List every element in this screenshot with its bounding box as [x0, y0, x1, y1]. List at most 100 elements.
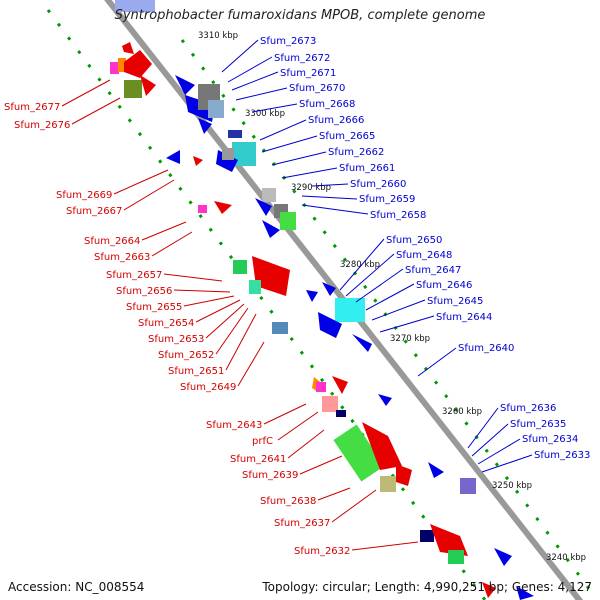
kbp-marks: 3310 kbp 3300 kbp 3290 kbp 3280 kbp 3270… — [198, 31, 586, 563]
feature-arrow — [193, 156, 203, 166]
feature-block — [228, 130, 242, 138]
gene-label: Sfum_2646 — [416, 280, 472, 291]
gene-label: Sfum_2658 — [370, 210, 426, 221]
gene-label: Sfum_2669 — [56, 190, 112, 201]
feature-block — [336, 410, 346, 417]
gene-label: Sfum_2644 — [436, 312, 492, 323]
feature-arrow — [482, 582, 496, 598]
feature-block — [198, 205, 207, 213]
kbp-mark: 3260 kbp — [442, 407, 482, 417]
kbp-mark: 3270 kbp — [390, 334, 430, 344]
kbp-mark: 3290 kbp — [291, 183, 331, 193]
gene-label: Sfum_2665 — [319, 131, 375, 142]
gene-label: Sfum_2677 — [4, 102, 60, 113]
feature-block — [272, 322, 288, 334]
feature-arrow — [140, 75, 156, 96]
gene-label: Sfum_2638 — [260, 496, 316, 507]
feature-arrow — [214, 201, 232, 214]
feature-block — [222, 148, 234, 160]
gene-label: Sfum_2643 — [206, 420, 262, 431]
left-gene-labels: Sfum_2677 Sfum_2676 Sfum_2669 Sfum_2667 … — [4, 79, 419, 557]
kbp-mark: 3250 kbp — [492, 481, 532, 491]
feature-arrow — [378, 394, 392, 406]
feature-arrow — [255, 198, 272, 216]
feature-block — [333, 424, 385, 482]
gene-label: Sfum_2657 — [106, 270, 162, 281]
feature-arrow — [352, 334, 372, 352]
feature-block — [322, 396, 338, 412]
feature-block — [280, 212, 296, 230]
gene-label: Sfum_2636 — [500, 403, 556, 414]
gene-label: Sfum_2632 — [294, 546, 350, 557]
reverse-strand-features — [115, 0, 534, 600]
feature-arrow — [332, 376, 348, 394]
feature-block — [110, 62, 119, 74]
feature-arrow — [428, 462, 444, 478]
gene-label: Sfum_2651 — [168, 366, 224, 377]
feature-arrow — [262, 220, 280, 238]
feature-arrow — [494, 548, 512, 566]
gene-label: Sfum_2656 — [116, 286, 172, 297]
feature-block — [249, 280, 261, 294]
gene-label: Sfum_2668 — [299, 99, 355, 110]
gene-label: Sfum_2661 — [339, 163, 395, 174]
gene-label: Sfum_2647 — [405, 265, 461, 276]
feature-arrow — [198, 118, 212, 134]
gene-label: prfC — [252, 436, 273, 447]
inner-scale-line — [46, 9, 487, 600]
gene-label: Sfum_2653 — [148, 334, 204, 345]
gene-label: Sfum_2659 — [359, 194, 415, 205]
feature-block — [420, 530, 434, 542]
feature-arrow — [306, 290, 318, 302]
gene-label: Sfum_2670 — [289, 83, 345, 94]
gene-label: Sfum_2666 — [308, 115, 364, 126]
gene-label: Sfum_2639 — [242, 470, 298, 481]
feature-block — [460, 478, 476, 494]
gene-label: Sfum_2655 — [126, 302, 182, 313]
gene-label: Sfum_2635 — [510, 419, 566, 430]
feature-arrow — [124, 50, 152, 78]
gene-label: Sfum_2634 — [522, 434, 578, 445]
feature-arrow — [322, 282, 336, 296]
feature-block — [208, 100, 224, 118]
feature-block — [448, 550, 464, 564]
gene-label: Sfum_2667 — [66, 206, 122, 217]
gene-label: Sfum_2673 — [260, 36, 316, 47]
feature-block — [380, 476, 396, 492]
gene-label: Sfum_2637 — [274, 518, 330, 529]
gene-label: Sfum_2648 — [396, 250, 452, 261]
gene-label: Sfum_2652 — [158, 350, 214, 361]
feature-arrow — [362, 422, 402, 470]
kbp-mark: 3240 kbp — [546, 553, 586, 563]
feature-arrow — [216, 150, 238, 172]
feature-arrow — [166, 150, 180, 164]
feature-arrow — [396, 464, 412, 486]
kbp-mark: 3280 kbp — [340, 260, 380, 270]
feature-block — [335, 298, 365, 322]
feature-block — [115, 0, 155, 12]
feature-block — [316, 382, 326, 392]
feature-block — [118, 58, 126, 72]
gene-label: Sfum_2676 — [14, 120, 70, 131]
accession-label: Accession: NC_008554 — [8, 580, 145, 594]
feature-arrow — [252, 256, 290, 296]
topology-label: Topology: circular; Length: 4,990,251 bp… — [262, 580, 592, 594]
feature-arrow — [318, 312, 342, 338]
gene-label: Sfum_2640 — [458, 343, 514, 354]
gene-label: Sfum_2641 — [230, 454, 286, 465]
right-gene-labels: Sfum_2673 Sfum_2672 Sfum_2671 Sfum_2670 … — [221, 36, 590, 473]
gene-label: Sfum_2660 — [350, 179, 406, 190]
feature-arrow — [516, 586, 534, 600]
kbp-mark: 3300 kbp — [245, 109, 285, 119]
gene-label: Sfum_2663 — [94, 252, 150, 263]
feature-arrow — [430, 524, 468, 556]
feature-block — [262, 188, 276, 202]
gene-label: Sfum_2649 — [180, 382, 236, 393]
feature-block — [124, 80, 142, 98]
gene-label: Sfum_2664 — [84, 236, 140, 247]
gene-label: Sfum_2654 — [138, 318, 194, 329]
gene-label: Sfum_2671 — [280, 68, 336, 79]
gene-label: Sfum_2650 — [386, 235, 442, 246]
genome-title: Syntrophobacter fumaroxidans MPOB, compl… — [114, 8, 486, 23]
